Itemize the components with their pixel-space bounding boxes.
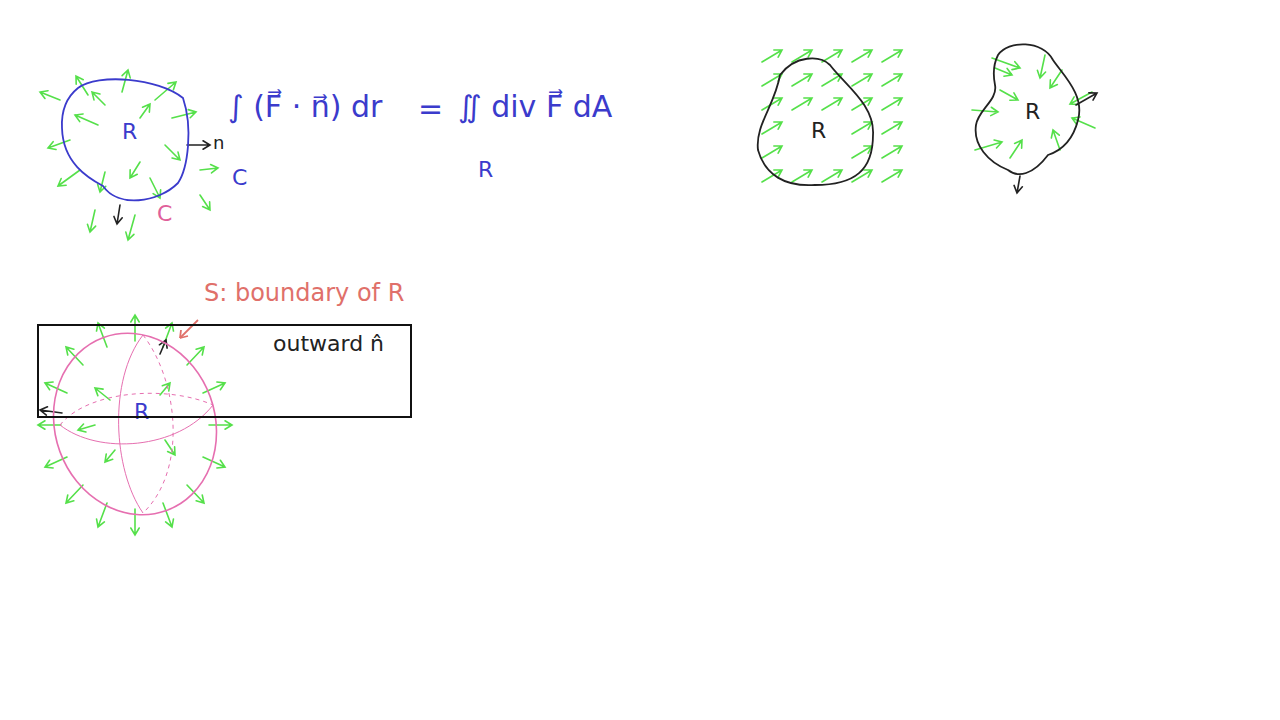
integral-bound: C: [232, 166, 247, 190]
vector-arrow: [200, 165, 218, 173]
vector-arrow: [187, 485, 204, 503]
vector-arrow: [995, 68, 1012, 76]
vector-arrow: [92, 92, 105, 105]
solid-region: R: [48, 330, 223, 518]
vector-arrow: [762, 170, 782, 182]
vector-arrow: [40, 407, 62, 415]
vector-arrow: [852, 74, 872, 86]
vector-arrow: [97, 323, 107, 347]
vector-arrow: [172, 110, 196, 118]
leader-line: [180, 320, 198, 338]
vector-arrow: [48, 140, 70, 150]
region-label: R: [120, 120, 139, 144]
vector-arrow: [203, 457, 225, 468]
vector-arrow: [126, 215, 135, 240]
vector-label: n: [213, 133, 224, 153]
region-label: outward n̂: [271, 332, 386, 356]
region-label: R: [809, 119, 828, 143]
formula: =: [418, 92, 443, 125]
vector-arrow: [66, 485, 83, 503]
vector-arrow: [1037, 55, 1045, 78]
annotation: S: boundary of R: [204, 280, 404, 306]
vector-arrow: [762, 50, 782, 62]
vector-arrow: [1000, 90, 1018, 100]
region-label: R: [1023, 100, 1042, 124]
region-blob: R: [755, 55, 880, 190]
vector-arrow: [1051, 130, 1060, 150]
vector-arrow: [882, 98, 902, 110]
vector-arrow: [852, 122, 872, 134]
region-label: R: [132, 400, 151, 424]
vector-arrow: [792, 74, 812, 86]
formula: ∬ div F⃗ dA: [458, 90, 612, 123]
vector-arrow: [882, 170, 902, 182]
vector-arrow: [66, 347, 83, 365]
vector-arrow: [1010, 140, 1022, 158]
vector-arrow: [882, 146, 902, 158]
vector-arrow: [38, 421, 61, 429]
vector-arrow: [852, 50, 872, 62]
vector-arrow: [822, 170, 842, 182]
vector-arrow: [122, 70, 130, 92]
vector-arrow: [131, 509, 139, 535]
vector-arrow: [163, 503, 173, 527]
vector-arrow: [852, 146, 872, 158]
vector-arrow: [762, 122, 782, 134]
vector-arrow: [822, 98, 842, 110]
vector-arrow: [130, 162, 140, 178]
highlight-box: outward n̂: [37, 324, 412, 418]
region-blob: R: [973, 40, 1098, 180]
vector-arrow: [165, 440, 175, 455]
vector-arrow: [95, 388, 110, 400]
vector-arrow: [209, 421, 232, 429]
vector-arrow: [882, 50, 902, 62]
vector-arrow: [187, 141, 210, 149]
vector-arrow: [1014, 176, 1022, 193]
vector-arrow: [882, 74, 902, 86]
region-blob: R: [58, 68, 193, 208]
formula: ∫ (F⃗ · n⃗) dr: [228, 90, 382, 123]
vector-arrow: [165, 145, 180, 160]
vector-arrow: [882, 122, 902, 134]
vector-arrow: [792, 98, 812, 110]
vector-arrow: [852, 98, 872, 110]
vector-arrow: [131, 315, 139, 341]
vector-arrow: [105, 450, 115, 462]
vector-arrow: [822, 50, 842, 62]
vector-arrow: [97, 503, 107, 527]
integral-bound: R: [478, 158, 493, 182]
vector-arrow: [762, 146, 782, 158]
vector-arrow: [40, 91, 60, 100]
leader-head: [180, 330, 188, 338]
curve-label: C: [157, 202, 172, 226]
vector-arrow: [58, 170, 80, 186]
vector-arrow: [75, 114, 98, 125]
vector-arrow: [114, 205, 122, 224]
vector-arrow: [792, 170, 812, 182]
vector-arrow: [140, 104, 150, 118]
vector-arrow: [78, 424, 95, 432]
vector-arrow: [87, 210, 95, 232]
vector-arrow: [1050, 70, 1062, 88]
vector-arrow: [200, 195, 210, 210]
